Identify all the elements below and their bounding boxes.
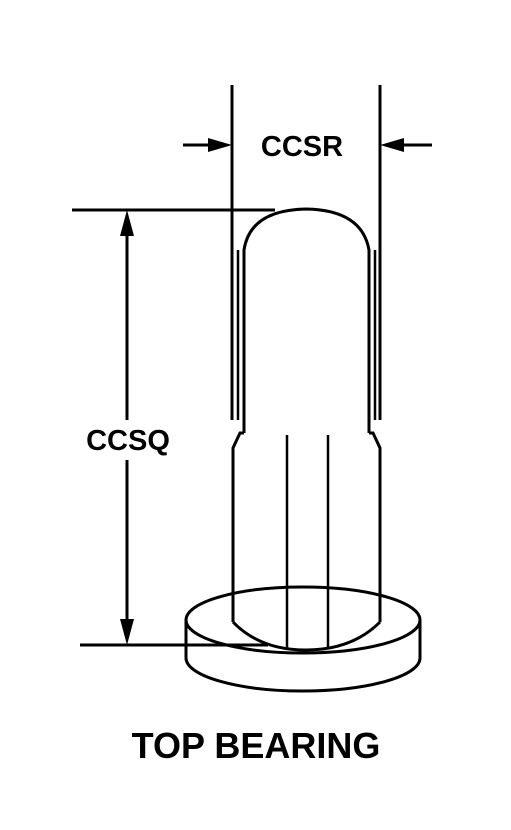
diagram-caption: TOP BEARING: [132, 725, 381, 766]
height-dimension-label: CCSQ: [86, 425, 170, 457]
flange-top-edge: [184, 619, 422, 655]
flange-outline: [184, 585, 422, 693]
height-label-background: [72, 420, 184, 460]
shank-outline: [231, 431, 244, 622]
bearing-part: [184, 207, 422, 693]
width-dimension-arrows: [183, 138, 432, 152]
width-dimension-label: CCSR: [261, 131, 343, 163]
width-extension-lines: [230, 85, 382, 420]
pin-outline: [242, 207, 371, 433]
